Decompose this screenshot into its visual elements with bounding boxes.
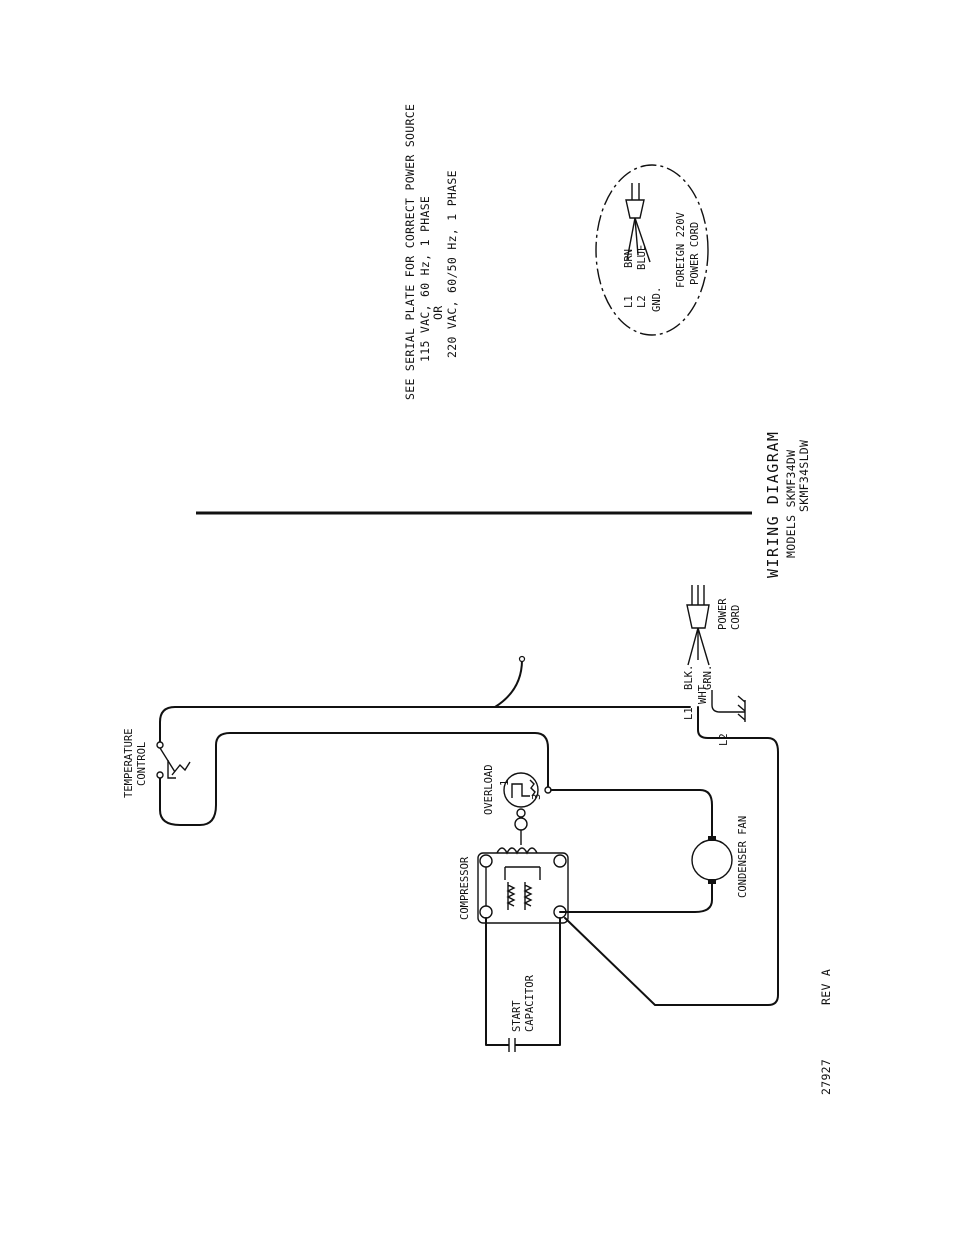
wire-blk-label: BLK.	[683, 665, 695, 690]
wire-l2-label: L2	[718, 733, 730, 746]
foreign-caption1: FOREIGN 220V	[675, 211, 687, 288]
power-cord-label2: CORD	[730, 605, 742, 630]
wire-l1-label: L1	[683, 707, 695, 720]
power-source-note-line4: 220 VAC, 60/50 Hz, 1 PHASE	[445, 170, 459, 358]
start-capacitor-label2: CAPACITOR	[524, 974, 536, 1032]
diagram-title: WIRING DIAGRAM	[764, 431, 782, 578]
foreign-caption2: POWER CORD	[689, 222, 701, 285]
foreign-blue-label: BLUE	[636, 245, 648, 270]
models-line2: SKMF34SLDW	[797, 440, 811, 512]
revision: REV A	[819, 969, 833, 1005]
condenser-fan-icon	[692, 836, 732, 884]
foreign-l1-label: L1	[623, 295, 635, 308]
power-cord-label1: POWER	[717, 598, 729, 630]
power-source-note-line3: OR	[431, 306, 445, 320]
foreign-l2-label: L2	[636, 295, 648, 308]
power-plug-icon	[687, 585, 709, 665]
overload-icon	[504, 773, 551, 830]
temperature-control-switch-icon	[157, 742, 190, 778]
overload-pin-1: 1	[499, 780, 511, 786]
models-line1: MODELS SKMF34DW	[784, 450, 798, 558]
compressor-icon	[478, 830, 568, 923]
compressor-label: COMPRESSOR	[459, 856, 471, 920]
ground-icon	[712, 690, 745, 722]
temperature-control-label2: CONTROL	[136, 742, 148, 786]
foreign-brn-label: BRN	[623, 249, 635, 268]
wire-overload-fan	[551, 790, 712, 840]
power-source-note-line1: SEE SERIAL PLATE FOR CORRECT POWER SOURC…	[403, 104, 417, 400]
power-source-note-line2: 115 VAC, 60 Hz, 1 PHASE	[418, 196, 432, 362]
start-capacitor-icon	[509, 1038, 515, 1052]
foreign-gnd-label: GND.	[651, 287, 663, 312]
overload-label: OVERLOAD	[483, 764, 495, 815]
condenser-fan-label: CONDENSER FAN	[737, 816, 749, 898]
wire-l1-terminal	[520, 657, 525, 662]
wire-grn-label: GRN.	[702, 665, 714, 690]
part-number: 27927	[819, 1059, 833, 1095]
start-capacitor-label1: START	[511, 1000, 523, 1032]
wire-fan-compressor	[560, 884, 712, 912]
wire-start-capacitor	[486, 918, 560, 1045]
overload-pin-3: 3	[531, 794, 543, 800]
temperature-control-label1: TEMPERATURE	[123, 728, 135, 798]
